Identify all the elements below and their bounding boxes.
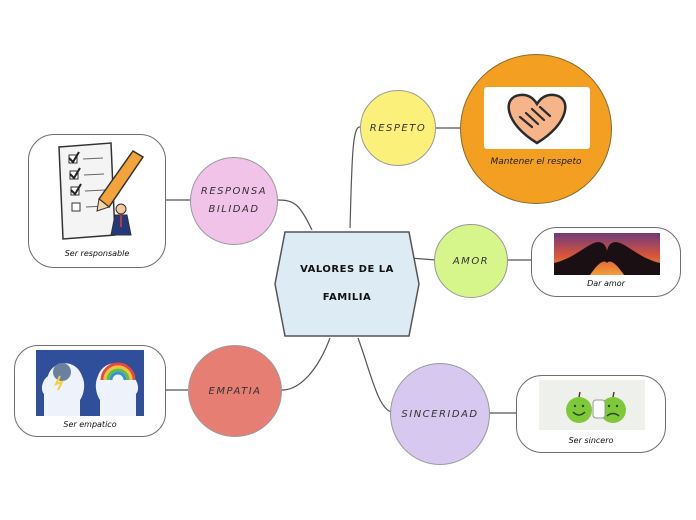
node-amor[interactable]: AMOR [434,224,508,298]
node-sinceridad-label: SINCERIDAD [401,408,479,420]
apples-masks-icon [566,391,626,423]
node-responsabilidad[interactable]: RESPONSA BILIDAD [190,157,278,245]
heart-hands-image [554,233,660,275]
handshake-heart-image [484,87,590,149]
card-amor[interactable]: Dar amor [531,227,681,297]
card-empatia[interactable]: Ser empatico [14,345,166,437]
card-sinceridad-caption: Ser sincero [568,436,614,445]
card-amor-caption: Dar amor [587,279,625,288]
card-responsabilidad[interactable]: Ser responsable [28,134,166,268]
node-responsabilidad-label-2: BILIDAD [208,204,260,215]
node-sinceridad[interactable]: SINCERIDAD [390,363,490,465]
center-hexagon-shape [274,231,420,337]
handshake-heart-icon [507,93,567,145]
checklist-pencil-icon [58,142,145,240]
node-respeto[interactable]: RESPETO [360,90,436,166]
card-responsabilidad-caption: Ser responsable [64,249,130,258]
checklist-pencil-image [49,139,147,243]
center-topic[interactable]: VALORES DE LA FAMILIA [273,230,421,338]
node-amor-label: AMOR [452,255,490,267]
node-empatia[interactable]: EMPATIA [188,345,282,437]
card-respeto[interactable]: Mantener el respeto [460,54,612,204]
node-responsabilidad-label-1: RESPONSA [200,186,268,197]
card-respeto-caption: Mantener el respeto [490,157,582,167]
card-sinceridad[interactable]: Ser sincero [516,375,666,453]
node-respeto-label: RESPETO [369,122,427,134]
center-title-line1: VALORES DE LA [300,264,394,275]
empathy-heads-image [36,350,144,416]
card-empatia-caption: Ser empatico [63,420,117,429]
apples-masks-image [539,380,645,430]
node-empatia-label: EMPATIA [208,385,262,397]
center-title-line2: FAMILIA [322,292,372,303]
empathy-heads-icon [41,362,139,416]
heart-hands-icon [554,242,660,275]
